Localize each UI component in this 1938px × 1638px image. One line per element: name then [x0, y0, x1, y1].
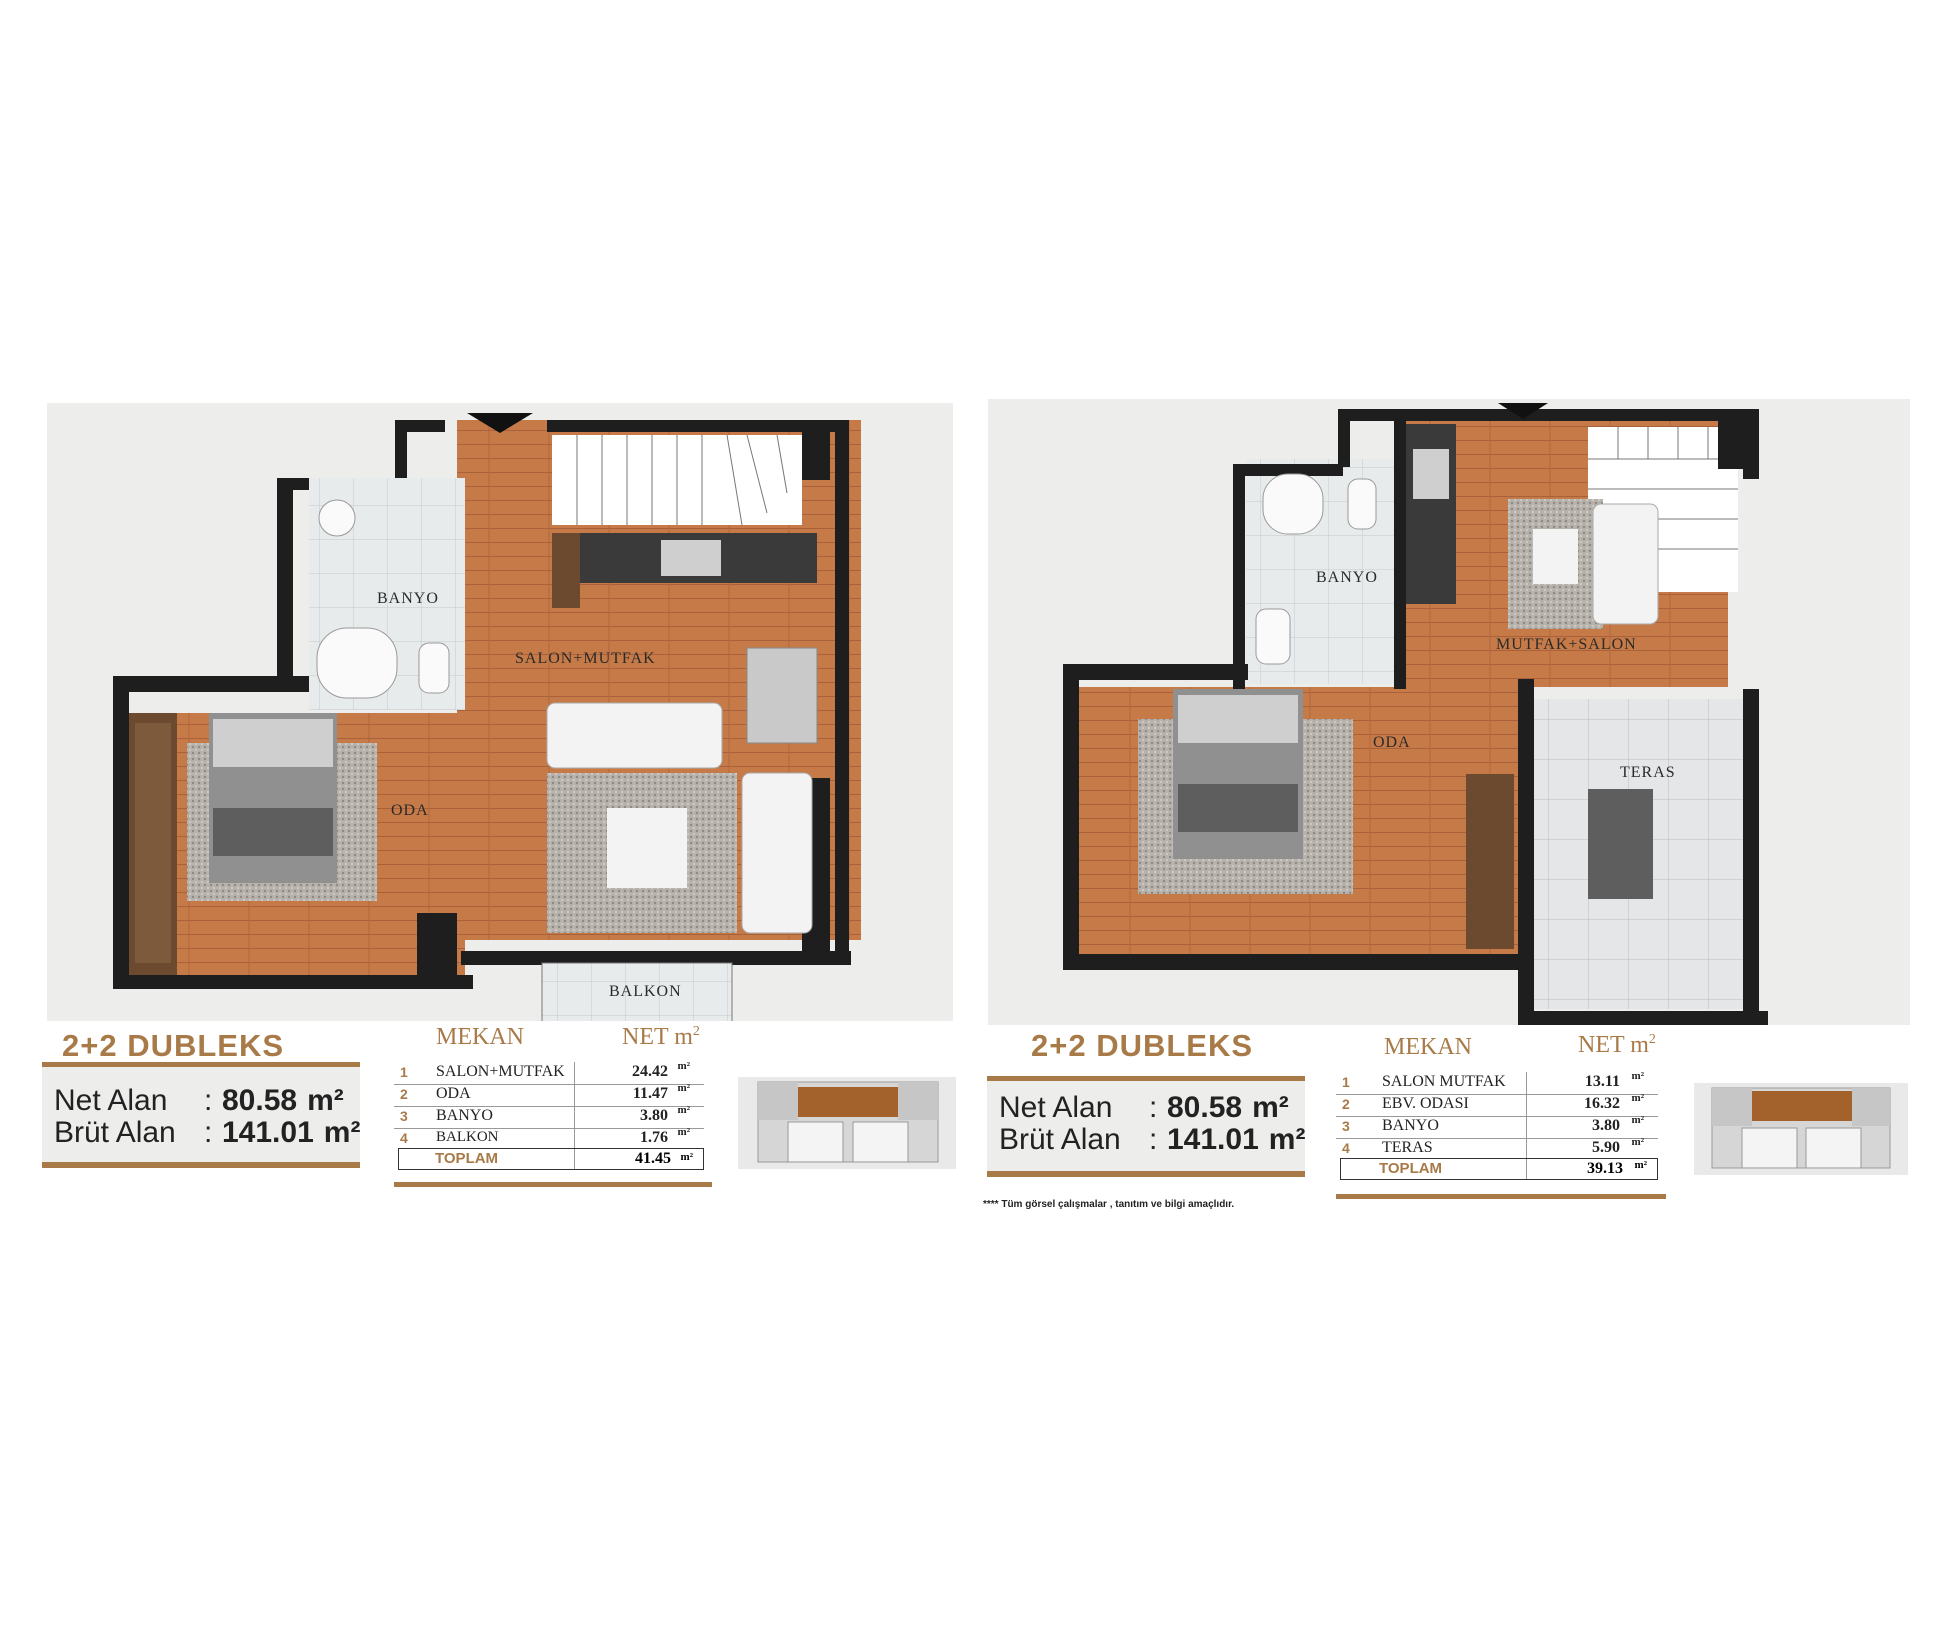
table-total-label: TOPLAM: [435, 1150, 499, 1167]
table-row: 3 BANYO 3.80 m²: [400, 1104, 690, 1124]
gross-area-unit: m²: [323, 1116, 361, 1149]
room-label-banyo: BANYO: [1316, 569, 1378, 586]
key-plan-upper: [1694, 1083, 1908, 1175]
gross-area-row: Brüt Alan:141.01 m²: [999, 1123, 1305, 1157]
table-total-row: TOPLAM 41.45 m²: [398, 1148, 704, 1170]
gross-area-label: Brüt Alan: [54, 1116, 176, 1149]
room-label-salon-mutfak: SALON+MUTFAK: [515, 650, 656, 667]
room-label-oda: ODA: [1373, 734, 1411, 751]
table-row: 3 BANYO 3.80 m²: [1342, 1114, 1644, 1134]
gross-area-unit: m²: [1268, 1123, 1306, 1156]
gross-area-colon: :: [1149, 1123, 1158, 1156]
gross-area-label: Brüt Alan: [999, 1123, 1121, 1156]
table-header-mekan: MEKAN: [1384, 1034, 1472, 1060]
table-header-net: NET m2: [1578, 1032, 1656, 1058]
table-row: 4 TERAS 5.90 m²: [1342, 1136, 1644, 1156]
room-label-teras: TERAS: [1620, 764, 1676, 781]
table-row: 4 BALKON 1.76 m²: [400, 1126, 690, 1146]
gross-area-value: 141.01: [222, 1116, 314, 1149]
net-area-colon: :: [1149, 1091, 1158, 1124]
net-area-colon: :: [204, 1084, 213, 1117]
net-area-row: Net Alan:80.58 m²: [54, 1084, 344, 1118]
table-total-value: 39.13: [1587, 1160, 1623, 1177]
net-area-value: 80.58: [1167, 1091, 1243, 1124]
room-label-banyo: BANYO: [377, 590, 439, 607]
table-header-mekan: MEKAN: [436, 1024, 524, 1050]
table-row: 2 ODA 11.47 m²: [400, 1082, 690, 1102]
table-row: 1 SALON MUTFAK 13.11 m²: [1342, 1070, 1644, 1090]
key-plan-lower: [738, 1077, 956, 1169]
net-area-label: Net Alan: [54, 1084, 168, 1117]
net-area-row: Net Alan:80.58 m²: [999, 1091, 1289, 1125]
plan-title: 2+2 DUBLEKS: [62, 1028, 285, 1063]
disclaimer-note: **** Tüm görsel çalışmalar , tanıtım ve …: [983, 1199, 1235, 1210]
floor-plan-drawing: BANYO MUTFAK+SALON ODA TERAS: [1063, 403, 1768, 1025]
net-area-label: Net Alan: [999, 1091, 1113, 1124]
room-label-mutfak-salon: MUTFAK+SALON: [1496, 636, 1637, 653]
net-area-value: 80.58: [222, 1084, 298, 1117]
plan-title: 2+2 DUBLEKS: [1031, 1028, 1254, 1063]
room-area-table: MEKAN NET m2 1 SALON+MUTFAK 24.42 m² 2 O…: [394, 1022, 712, 1192]
gross-area-row: Brüt Alan:141.01 m²: [54, 1116, 360, 1150]
floor-plan-upper: BANYO MUTFAK+SALON ODA TERAS: [988, 399, 1910, 1025]
key-plan-drawing: [738, 1077, 956, 1169]
room-label-balkon: BALKON: [609, 983, 682, 1000]
room-label-oda: ODA: [391, 802, 429, 819]
net-area-unit: m²: [1252, 1091, 1289, 1124]
table-total-value: 41.45: [635, 1150, 671, 1167]
gross-area-colon: :: [204, 1116, 213, 1149]
table-row: 1 SALON+MUTFAK 24.42 m²: [400, 1060, 690, 1080]
key-plan-drawing: [1694, 1083, 1908, 1175]
floor-plan-lower: BANYO SALON+MUTFAK ODA BALKON: [47, 403, 953, 1021]
gross-area-value: 141.01: [1167, 1123, 1259, 1156]
room-area-table: MEKAN NET m2 1 SALON MUTFAK 13.11 m² 2 E…: [1336, 1030, 1666, 1206]
net-area-unit: m²: [307, 1084, 344, 1117]
floor-plan-drawing: BANYO SALON+MUTFAK ODA BALKON: [113, 413, 861, 1021]
table-total-label: TOPLAM: [1379, 1160, 1443, 1177]
table-row: 2 EBV. ODASI 16.32 m²: [1342, 1092, 1644, 1112]
table-total-row: TOPLAM 39.13 m²: [1340, 1158, 1658, 1180]
table-header-net: NET m2: [622, 1024, 700, 1050]
